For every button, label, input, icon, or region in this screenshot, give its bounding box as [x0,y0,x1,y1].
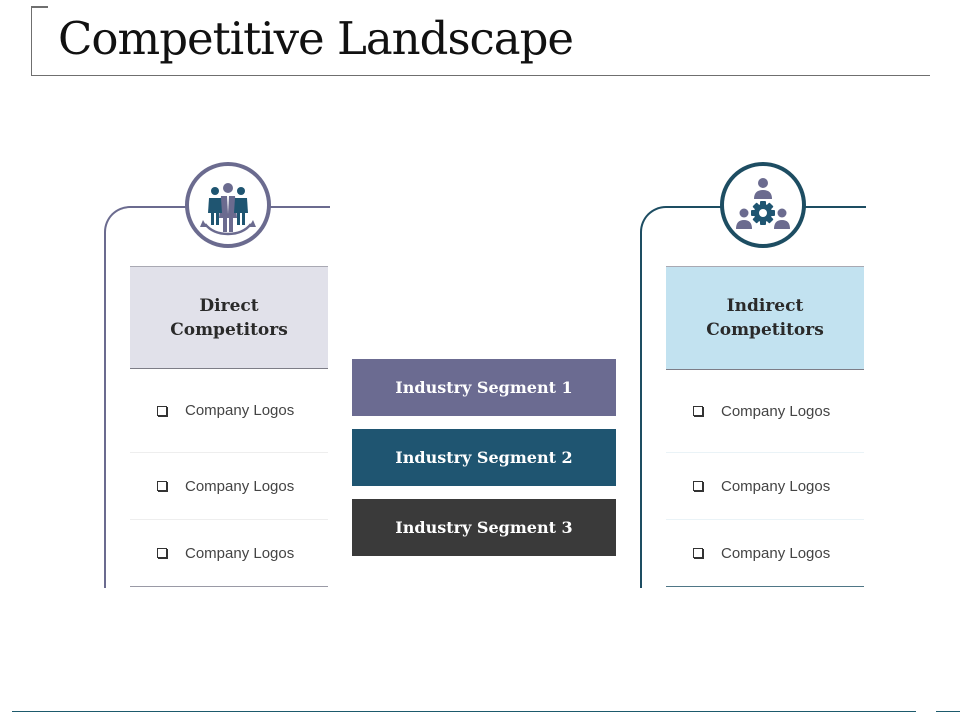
direct-icon-circle [185,162,271,248]
indirect-list-item: Company Logos [666,520,864,587]
indirect-icon-circle [720,162,806,248]
footer-line [12,711,916,712]
indirect-competitors-heading: Indirect Competitors [666,266,864,370]
indirect-item-label: Company Logos [721,477,831,495]
industry-segment-2: Industry Segment 2 [352,429,616,486]
segment-label: Industry Segment 2 [395,448,573,467]
team-people-icon [200,183,256,236]
direct-item-label: Company Logos [185,402,295,419]
indirect-item-label: Company Logos [721,544,831,562]
page-title: Competitive Landscape [58,12,574,65]
indirect-heading-text: Indirect Competitors [706,296,824,340]
indirect-list-item: Company Logos [666,453,864,520]
indirect-item-label: Company Logos [721,402,831,420]
checkbox-icon [157,405,167,416]
title-bracket [31,6,930,76]
indirect-list-item: Company Logos [666,370,864,453]
segment-label: Industry Segment 3 [395,518,573,537]
direct-item-label: Company Logos [185,544,295,562]
industry-segment-1: Industry Segment 1 [352,359,616,416]
people-gear-icon [736,178,790,229]
footer-line-short [936,711,960,712]
direct-list-item: Company Logos [130,520,328,587]
direct-item-label: Company Logos [185,477,295,495]
direct-list-item: Company Logos [130,369,328,453]
checkbox-icon [693,406,703,416]
checkbox-icon [157,548,167,558]
direct-competitors-heading: Direct Competitors [130,266,328,369]
direct-heading-text: Direct Competitors [170,295,288,340]
direct-list-item: Company Logos [130,453,328,520]
checkbox-icon [693,481,703,491]
checkbox-icon [693,548,703,558]
checkbox-icon [157,481,167,491]
industry-segment-3: Industry Segment 3 [352,499,616,556]
segment-label: Industry Segment 1 [395,378,573,397]
